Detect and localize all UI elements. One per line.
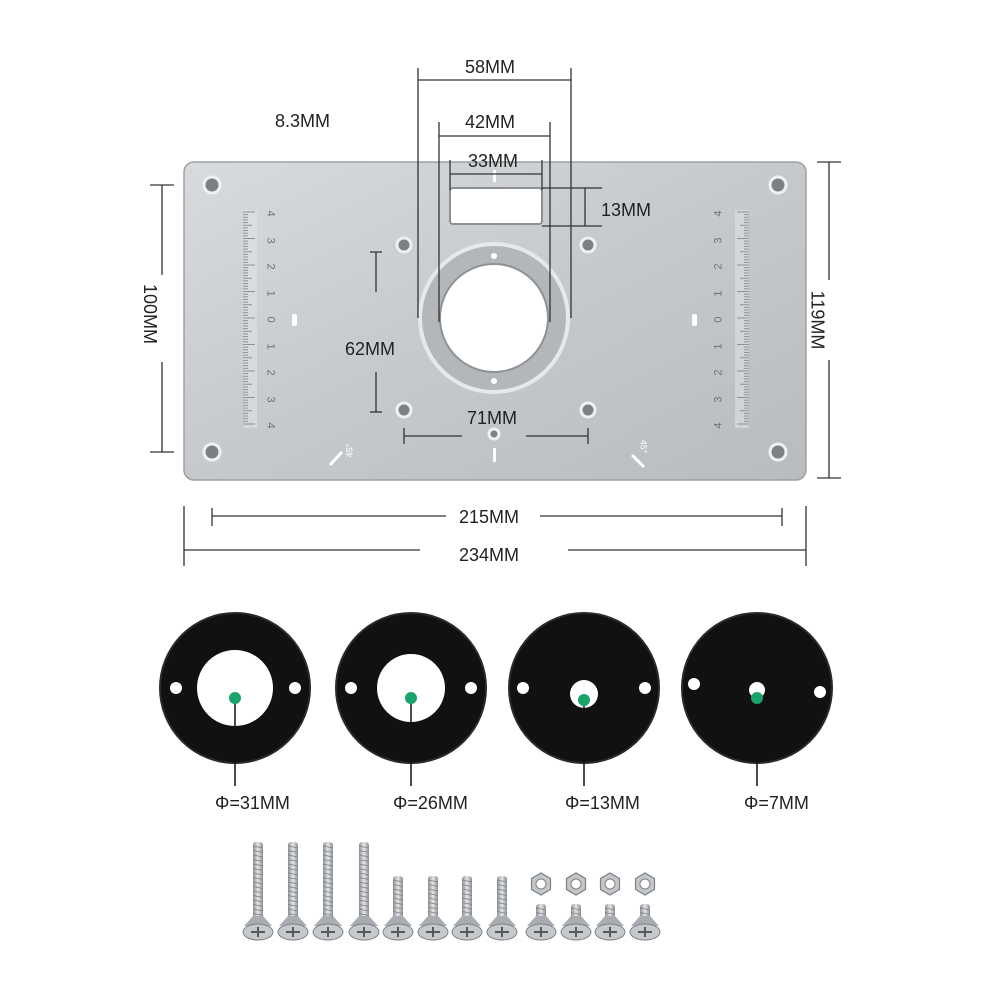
scale-number: 4 xyxy=(264,210,277,217)
ruler-right xyxy=(735,210,749,428)
screw xyxy=(525,904,557,941)
screw xyxy=(348,842,380,941)
screw xyxy=(242,842,274,941)
hex-nut xyxy=(565,872,587,896)
dim-119mm: 119MM xyxy=(807,287,827,353)
center-opening xyxy=(439,263,549,373)
scale-number: 1 xyxy=(264,289,277,297)
dim-215mm: 215MM xyxy=(456,508,523,526)
scale-number: 1 xyxy=(712,289,725,297)
ring-13mm xyxy=(508,612,660,786)
screw xyxy=(629,904,661,941)
guide-rings xyxy=(159,612,833,786)
scale-number: 2 xyxy=(712,263,725,270)
dim-234mm: 234MM xyxy=(456,546,523,564)
screw xyxy=(594,904,626,941)
scale-number: 2 xyxy=(264,369,277,376)
ring-label: Φ=31MM xyxy=(215,793,290,813)
screw xyxy=(382,876,414,941)
scale-number: 0 xyxy=(264,316,277,323)
slot xyxy=(449,187,543,225)
hex-nut xyxy=(530,872,552,896)
dimension-lines xyxy=(150,68,841,566)
ring-26mm xyxy=(335,612,487,786)
ring-label: Φ=13MM xyxy=(565,793,640,813)
screw xyxy=(451,876,483,941)
scale-number: 3 xyxy=(712,395,725,403)
scale-number: 3 xyxy=(264,236,277,244)
dim-42mm: 42MM xyxy=(462,113,519,131)
ring-label: Φ=7MM xyxy=(744,793,809,813)
center-dot xyxy=(229,692,241,704)
dim-thickness: 8.3MM xyxy=(275,111,331,131)
hex-nut xyxy=(634,872,656,896)
dim-58mm: 58MM xyxy=(462,58,519,76)
screws-and-nuts xyxy=(242,842,661,941)
scale-number: 4 xyxy=(712,422,725,429)
angle-mark-right: 45° xyxy=(638,439,649,454)
ring-7mm xyxy=(681,612,833,786)
corner-holes xyxy=(202,175,788,462)
scale-number: 0 xyxy=(712,316,725,323)
center-dot xyxy=(751,692,763,704)
ring-31mm xyxy=(159,612,311,786)
ring-label: Φ=26MM xyxy=(393,793,468,813)
angle-mark-left: 45° xyxy=(344,443,355,458)
scale-number: 2 xyxy=(264,263,277,270)
router-plate xyxy=(183,161,807,481)
dim-13mm: 13MM xyxy=(601,200,652,220)
screw xyxy=(417,876,449,941)
scale-number: 1 xyxy=(712,342,725,350)
screw xyxy=(486,876,518,941)
scale-number: 2 xyxy=(712,369,725,376)
screw xyxy=(277,842,309,941)
center-dot xyxy=(578,694,590,706)
dim-33mm: 33MM xyxy=(468,151,519,171)
dim-100mm: 100MM xyxy=(140,280,160,348)
dim-62mm: 62MM xyxy=(345,339,396,359)
scale-number: 4 xyxy=(264,422,277,429)
dim-71mm: 71MM xyxy=(467,408,518,428)
screw xyxy=(312,842,344,941)
hex-nut xyxy=(599,872,621,896)
ruler-left xyxy=(243,210,257,428)
screw xyxy=(560,904,592,941)
scale-number: 4 xyxy=(712,210,725,217)
scale-number: 3 xyxy=(264,395,277,403)
center-dot xyxy=(405,692,417,704)
scale-number: 3 xyxy=(712,236,725,244)
scale-number: 1 xyxy=(264,342,277,350)
